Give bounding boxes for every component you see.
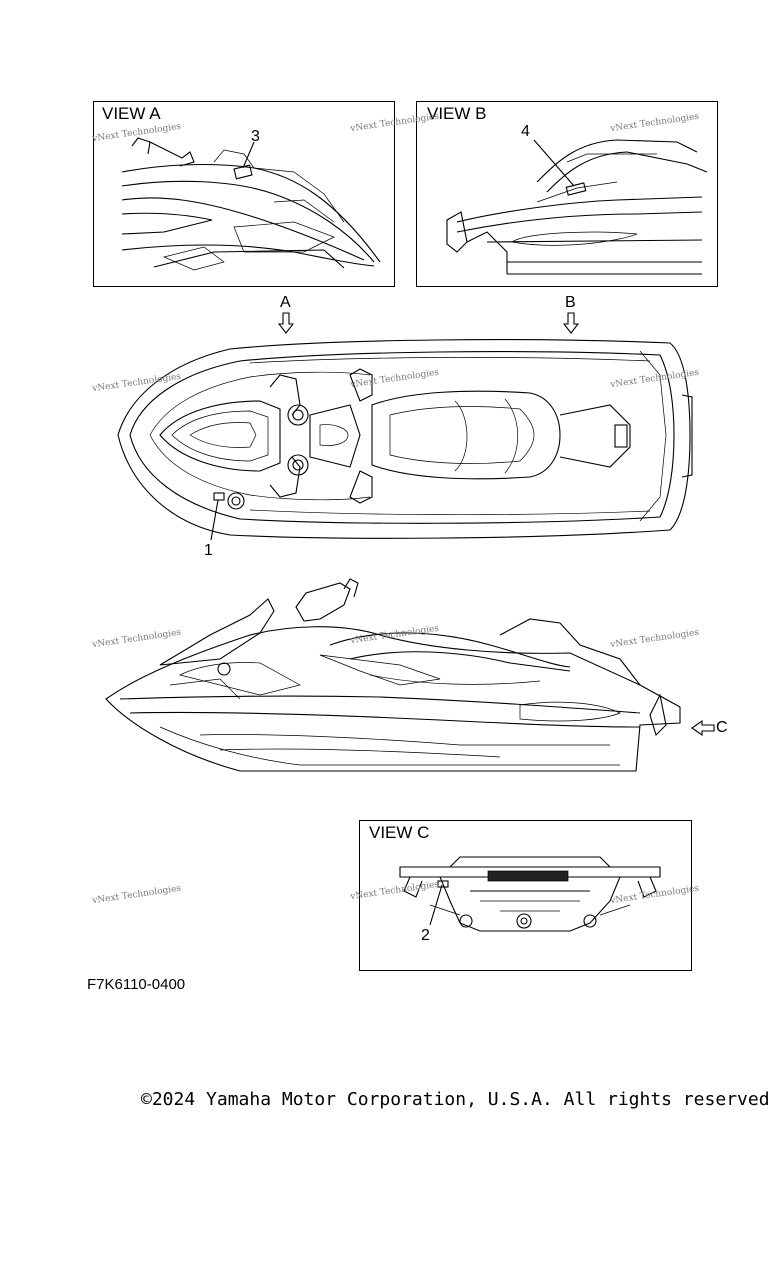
side-view-drawing [105, 578, 681, 772]
figure-code: F7K6110-0400 [87, 976, 186, 993]
copyright-notice: ©2024 Yamaha Motor Corporation, U.S.A. A… [141, 1089, 768, 1110]
top-view-callout: 1 [204, 542, 213, 559]
arrow-b-label: B [565, 294, 576, 311]
arrow-c-label: C [716, 719, 728, 736]
view-c-title: VIEW C [369, 823, 430, 842]
view-a-title: VIEW A [102, 104, 161, 123]
watermark: vNext Technologies [91, 883, 182, 907]
view-a-callout: 3 [251, 128, 260, 145]
view-b-callout: 4 [521, 123, 530, 140]
arrow-b-icon [563, 312, 579, 334]
view-b-title: VIEW B [427, 104, 487, 123]
view-c-panel: VIEW C 2 [359, 820, 692, 971]
arrow-a-label: A [280, 294, 291, 311]
view-c-drawing [399, 856, 661, 932]
view-c-callout: 2 [421, 927, 430, 944]
arrow-c-icon [691, 720, 715, 736]
arrow-a-icon [278, 312, 294, 334]
view-b-drawing [446, 139, 708, 275]
top-view-drawing [117, 339, 693, 541]
view-b-panel: VIEW B 4 [416, 101, 718, 287]
view-a-panel: VIEW A 3 [93, 101, 395, 287]
view-a-drawing [121, 137, 381, 271]
